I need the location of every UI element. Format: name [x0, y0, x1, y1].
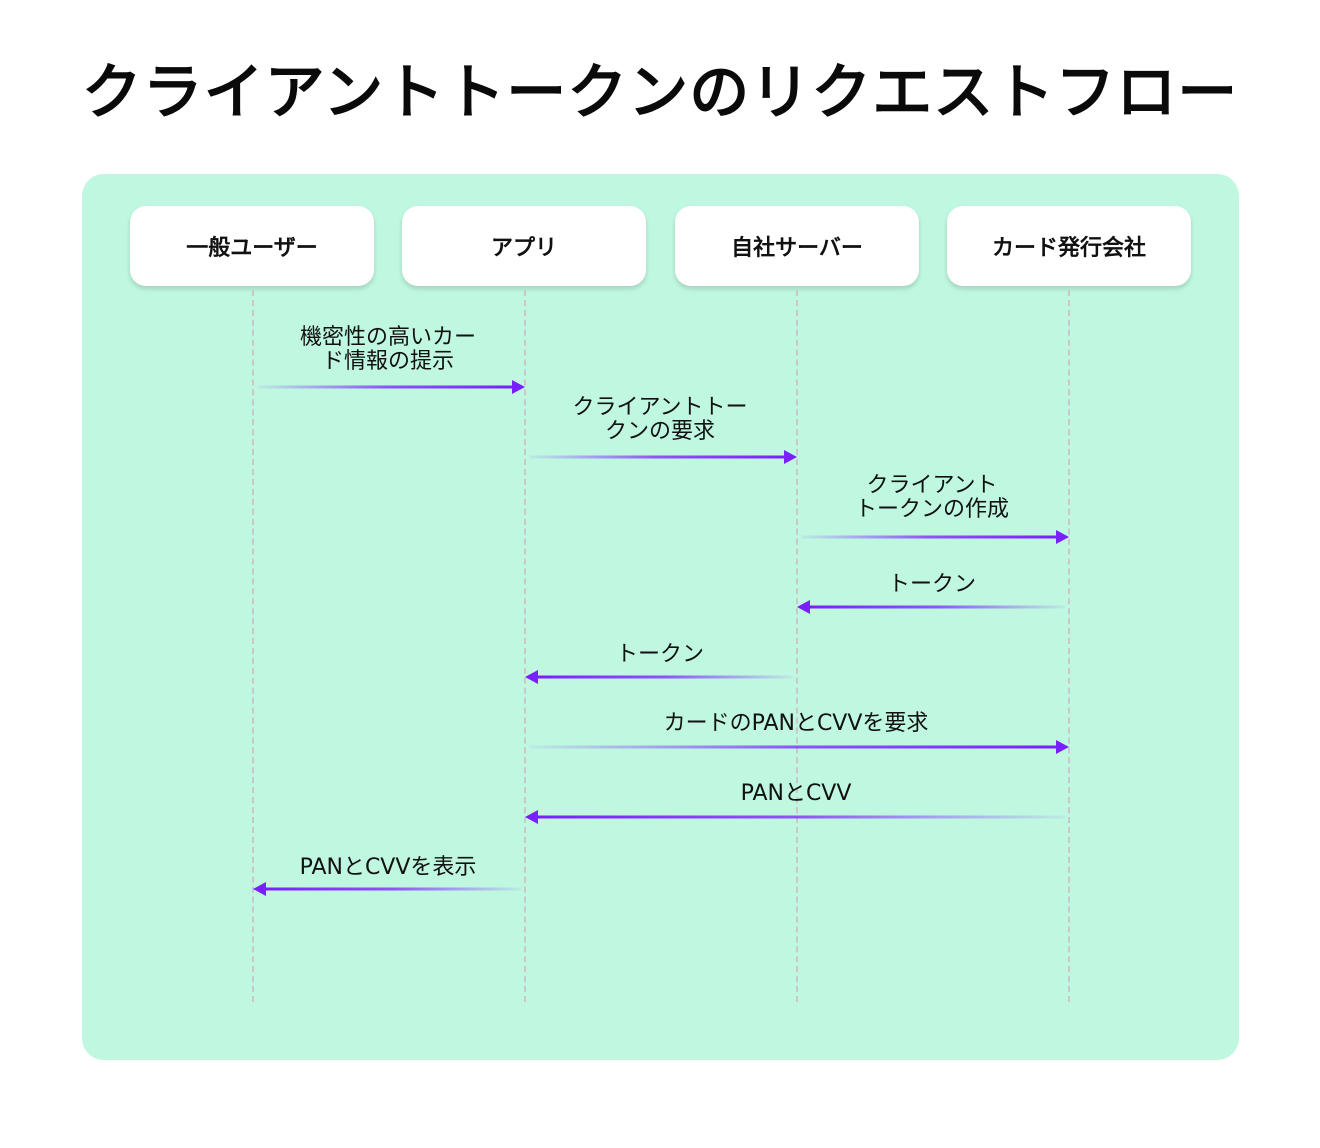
- message-label-8: PANとCVVを表示: [299, 855, 477, 880]
- diagram-title: クライアントトークンのリクエストフロー: [81, 58, 1239, 128]
- arrowhead-4: [797, 600, 810, 614]
- arrowhead-7: [525, 810, 538, 824]
- arrowhead-6: [1056, 740, 1069, 754]
- lifeline-card-issuer: [1068, 290, 1070, 1002]
- diagram-panel: [82, 174, 1239, 1060]
- arrowhead-3: [1056, 530, 1069, 544]
- actor-own-server: 自社サーバー: [675, 206, 919, 286]
- arrowhead-5: [525, 670, 538, 684]
- actor-label: 一般ユーザー: [186, 236, 318, 261]
- arrowhead-8: [253, 882, 266, 896]
- lifeline-own-server: [796, 290, 798, 1002]
- arrowhead-1: [512, 380, 525, 394]
- lifeline-app: [524, 290, 526, 1002]
- message-label-4: トークン: [887, 572, 976, 597]
- arrowhead-2: [784, 450, 797, 464]
- message-label-1: 機密性の高いカード情報の提示: [299, 325, 476, 374]
- message-label-6: カードのPANとCVVを要求: [663, 711, 929, 736]
- actor-card-issuer: カード発行会社: [947, 206, 1191, 286]
- message-label-7: PANとCVV: [740, 781, 852, 806]
- actor-label: 自社サーバー: [731, 236, 863, 261]
- message-label-5: トークン: [615, 642, 704, 667]
- actor-label: カード発行会社: [991, 236, 1146, 261]
- message-label-3: クライアントトークンの作成: [854, 473, 1009, 522]
- message-label-2: クライアントトークンの要求: [572, 395, 748, 444]
- actor-general-user: 一般ユーザー: [130, 206, 374, 286]
- actor-label: アプリ: [490, 236, 557, 261]
- lifeline-general-user: [252, 290, 254, 1002]
- actor-app: アプリ: [402, 206, 646, 286]
